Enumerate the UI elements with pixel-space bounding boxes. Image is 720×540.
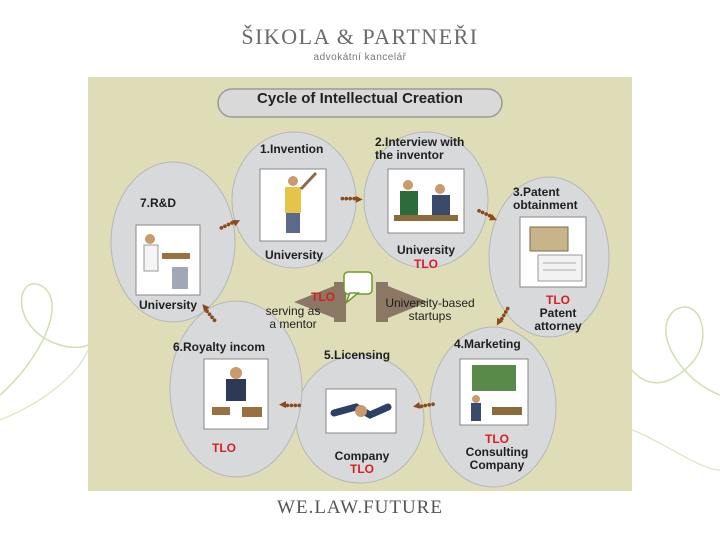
flow-arrow-5-to-6: ••••▸ — [280, 398, 302, 414]
stage-4-actor: TLO — [485, 432, 509, 446]
stage-5-actor2: TLO — [350, 462, 374, 476]
stage-6-label: 6.Royalty incom — [173, 340, 266, 354]
diagram-title: Cycle of Intellectual Creation — [257, 90, 463, 107]
title-banner — [217, 88, 503, 118]
footer-slogan: WE.LAW.FUTURE — [277, 497, 443, 518]
stage-2-label: 2.Interview with the inventor — [375, 135, 465, 162]
stage-4-actor2: Consulting Company — [465, 445, 529, 472]
diagram-shapes — [110, 88, 610, 488]
center-startups: University-based startups — [385, 296, 475, 323]
speech-bubble — [343, 271, 373, 295]
stage-3-label: 3.Patent obtainment — [513, 185, 578, 212]
stage-4-label: 4.Marketing — [454, 337, 521, 351]
stage-7-actor: University — [138, 298, 198, 312]
stage-2-actor2: TLO — [414, 257, 438, 271]
center-arrow-right — [378, 282, 428, 322]
stage-7-label: 7.R&D — [140, 196, 177, 210]
interview-illustration — [387, 168, 465, 234]
center-tlo-title: TLO — [311, 290, 335, 304]
stage-1-actor: University — [264, 248, 324, 262]
center-arrow-left — [294, 282, 344, 322]
stage-6-actor: TLO — [212, 441, 236, 455]
stage-2-actor: University — [396, 243, 456, 257]
firm-name: ŠIKOLA & PARTNEŘI — [241, 24, 479, 49]
diagram-panel: Cycle of Intellectual Creation 1.Inventi… — [88, 77, 632, 491]
stage-5-actor: Company — [334, 449, 390, 463]
flow-arrow-4-to-5: ••••▸ — [412, 396, 437, 416]
stage-3-actor2: Patent attorney — [534, 306, 582, 333]
stage-1-label: 1.Invention — [260, 142, 324, 156]
center-tlo-body: serving as a mentor — [265, 304, 321, 331]
firm-subtitle: advokátní kancelář — [313, 52, 407, 63]
stage-3-actor: TLO — [546, 293, 570, 307]
stage-5-label: 5.Licensing — [324, 348, 391, 362]
flow-arrow-1-to-2: ••••▸ — [340, 190, 363, 206]
